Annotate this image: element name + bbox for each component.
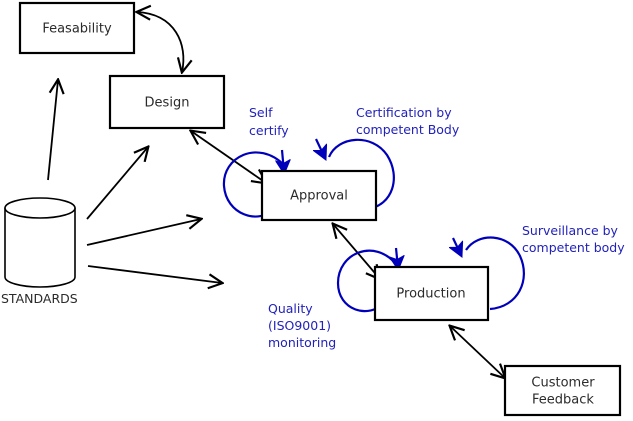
flow-production-to-approval — [333, 224, 380, 279]
node-approval[interactable]: Approval — [260, 169, 378, 222]
flow-production-to-customer — [450, 326, 505, 378]
annotation-quality-line2: (ISO9001) — [268, 318, 331, 333]
loop-surveillance — [465, 236, 525, 311]
flow-feasability-to-design — [137, 12, 183, 72]
node-feasability[interactable]: Feasability — [18, 1, 136, 55]
annotation-self-certify-line2: certify — [249, 123, 289, 138]
cylinder-top — [4, 197, 76, 219]
node-production[interactable]: Production — [373, 265, 490, 322]
annotation-certification: Certification by competent Body — [356, 105, 460, 137]
node-customer-feedback-box — [503, 364, 622, 417]
cylinder-body — [4, 208, 76, 288]
loop-quality-arrowhead — [396, 247, 398, 268]
flow-standards-to-design — [86, 147, 148, 220]
node-label-production: Production — [396, 287, 465, 302]
loop-certification — [327, 138, 395, 211]
annotation-self-certify-line1: Self — [249, 105, 273, 120]
loop-quality — [336, 249, 397, 313]
node-label-customer-feedback-line1: Customer — [531, 376, 595, 391]
node-production-box — [373, 265, 490, 322]
node-label-feasability: Feasability — [42, 22, 112, 37]
annotation-quality: Quality (ISO9001) monitoring — [268, 301, 336, 350]
annotation-quality-line3: monitoring — [268, 335, 336, 350]
node-label-customer-feedback-line2: Feedback — [532, 393, 594, 408]
loop-self-certify-arrowhead — [282, 149, 284, 172]
node-label-design: Design — [145, 96, 190, 111]
node-standards[interactable]: STANDARDS — [1, 197, 78, 306]
node-feasability-box — [18, 1, 136, 55]
node-label-approval: Approval — [290, 189, 348, 204]
flow-standards-to-feasability — [47, 80, 58, 181]
annotation-certification-line1: Certification by — [356, 105, 452, 120]
flow-standards-to-approval — [86, 219, 201, 246]
node-label-standards: STANDARDS — [1, 291, 78, 306]
loop-self-certify — [222, 151, 285, 218]
loop-surveillance-arrowhead — [453, 237, 461, 255]
annotation-quality-line1: Quality — [268, 301, 313, 316]
flow-standards-to-production — [87, 265, 222, 283]
annotation-surveillance-line2: competent body — [522, 240, 625, 255]
annotation-surveillance: Surveillance by competent body — [522, 223, 625, 255]
annotation-self-certify: Self certify — [249, 105, 289, 138]
flow-approval-to-design — [191, 131, 266, 183]
node-approval-box — [260, 169, 378, 222]
loop-certification-arrowhead — [316, 138, 325, 158]
annotation-surveillance-line1: Surveillance by — [522, 223, 619, 238]
node-design-box — [108, 74, 226, 130]
annotation-certification-line2: competent Body — [356, 122, 460, 137]
node-customer-feedback[interactable]: Customer Feedback — [503, 364, 622, 417]
node-design[interactable]: Design — [108, 74, 226, 130]
